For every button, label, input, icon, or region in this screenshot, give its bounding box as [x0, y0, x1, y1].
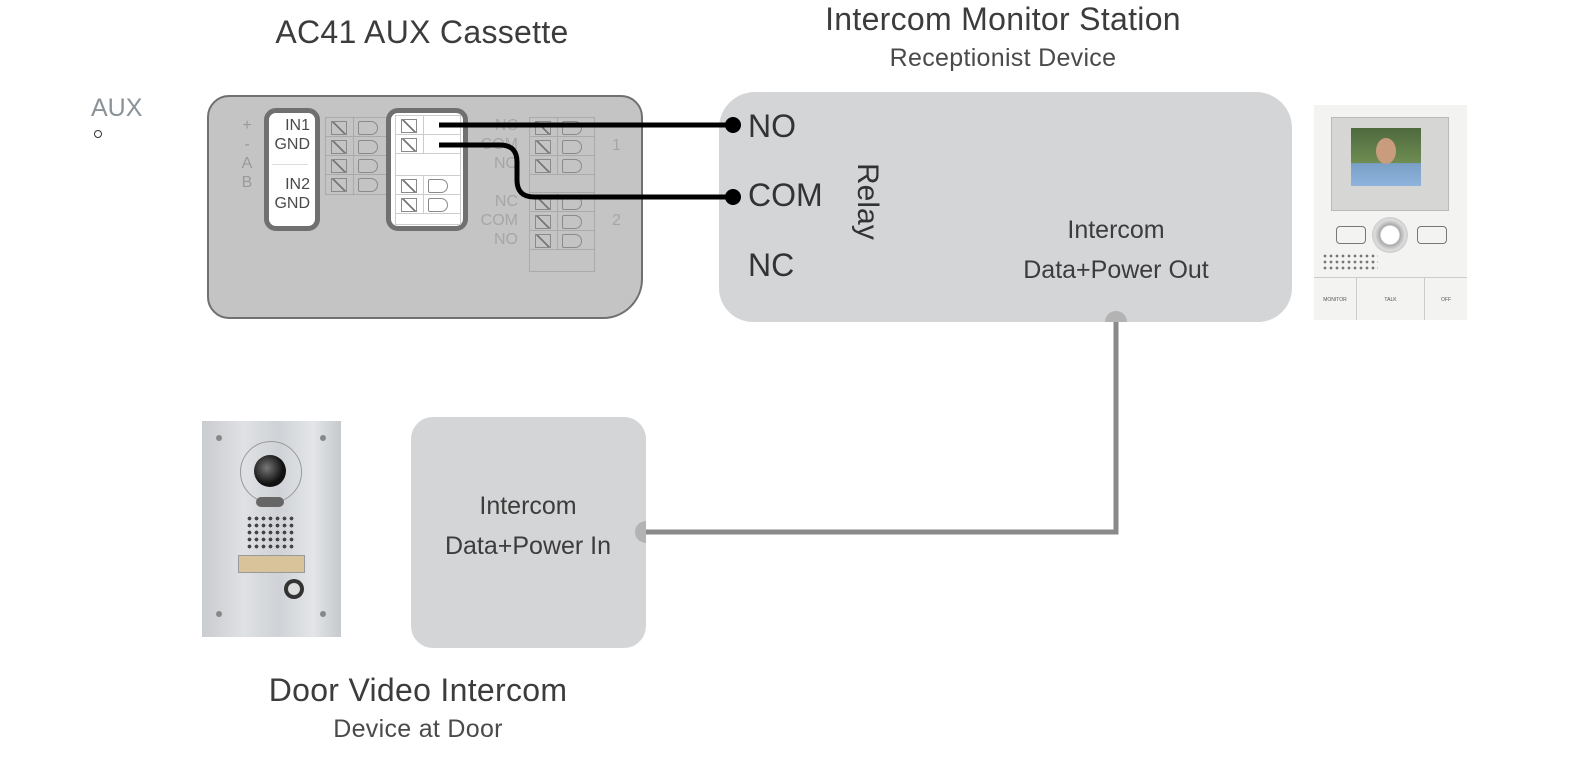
relay1-no-label: NO [494, 155, 518, 172]
monitor-screen-video [1351, 128, 1421, 186]
relay-nc-terminal: NC [748, 247, 795, 283]
led-icon [256, 497, 284, 507]
button-divider-1 [1356, 277, 1357, 320]
door-port-line2: Data+Power In [444, 532, 612, 560]
wire-data-power [646, 320, 1119, 535]
monitor-port-label: Intercom Data+Power Out [1023, 210, 1209, 290]
input-terminal-block [325, 117, 387, 195]
monitor-device-image: MONITOR TALK OFF [1314, 105, 1467, 320]
nameplate-icon [238, 555, 305, 573]
monitor-port-icon [1105, 311, 1127, 322]
aux-label: AUX [91, 94, 143, 122]
relay-com-terminal: COM [748, 177, 823, 213]
speaker-grille-icon [246, 515, 294, 549]
monitor-station-subtitle: Receptionist Device [889, 44, 1117, 72]
visitor-face-icon [1376, 138, 1396, 164]
talk-button: TALK [1384, 297, 1397, 303]
relay-terminal-highlight [386, 108, 468, 231]
relay2-terminal-block [529, 192, 595, 272]
button-divider-2 [1424, 277, 1425, 320]
call-button-icon [284, 579, 304, 599]
speaker-grille-icon [1322, 253, 1378, 271]
wire-com [439, 142, 733, 200]
monitor-station-title: Intercom Monitor Station [825, 1, 1181, 37]
no-connection-dot [725, 117, 741, 133]
input-in1-label: IN1 [285, 117, 310, 134]
relay-no-terminal: NO [748, 108, 796, 144]
side-letter-minus: - [244, 136, 250, 153]
side-letter-b: B [241, 174, 253, 191]
off-button: OFF [1441, 297, 1451, 303]
monitor-screen-frame [1331, 117, 1449, 211]
screw-icon [320, 435, 326, 441]
camera-lens-icon [254, 455, 286, 487]
side-letter-a: A [241, 155, 253, 172]
screw-icon [216, 435, 222, 441]
door-intercom-title: Door Video Intercom [268, 672, 568, 708]
monitor-station-box [719, 92, 1292, 322]
cassette-title: AC41 AUX Cassette [275, 14, 569, 50]
button-bar-divider [1314, 277, 1467, 278]
input-divider [272, 164, 308, 165]
screw-icon [216, 611, 222, 617]
input-terminal-highlight [264, 108, 320, 231]
nav-dial-icon [1372, 217, 1408, 253]
relay-highlight-terminals [395, 115, 461, 225]
door-device-image [202, 421, 341, 637]
screw-icon [320, 611, 326, 617]
door-port-icon [635, 521, 646, 543]
relay2-number: 2 [612, 212, 621, 229]
input-gnd2-label: GND [274, 195, 310, 212]
monitor-button: MONITOR [1323, 297, 1347, 303]
volume-button-icon [1417, 226, 1447, 244]
input-in2-label: IN2 [285, 176, 310, 193]
input-gnd1-label: GND [274, 136, 310, 153]
monitor-port-line2: Data+Power Out [1023, 256, 1209, 284]
relay2-com-label: COM [480, 212, 518, 229]
door-port-label: Intercom Data+Power In [445, 486, 611, 566]
door-port-line1: Intercom [479, 492, 577, 520]
monitor-port-line1: Intercom [1067, 216, 1165, 244]
com-connection-dot [725, 189, 741, 205]
door-intercom-subtitle: Device at Door [333, 715, 503, 743]
door-intercom-box [411, 417, 646, 648]
side-letter-plus: + [242, 117, 252, 134]
relay2-no-label: NO [494, 231, 518, 248]
door-release-button-icon [1336, 226, 1366, 244]
relay1-number: 1 [612, 137, 621, 154]
aux-indicator-icon [94, 130, 102, 138]
relay2-nc-label: NC [494, 193, 518, 210]
